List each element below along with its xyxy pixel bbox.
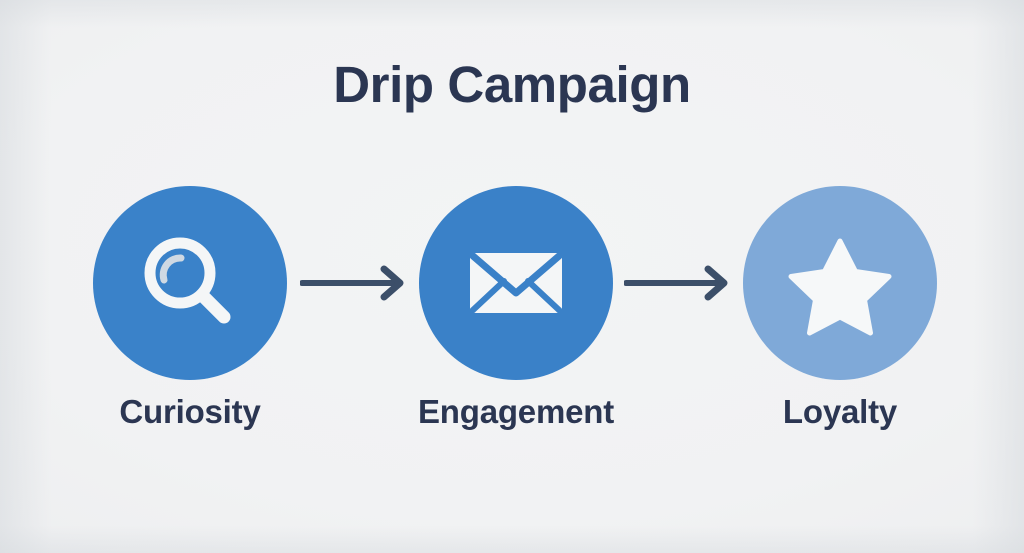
stage-label-curiosity: Curiosity <box>119 393 261 430</box>
flow-stage-loyalty[interactable] <box>743 186 937 380</box>
star-icon <box>788 238 892 336</box>
flow-connector-1 <box>300 262 412 304</box>
stage-label-loyalty: Loyalty <box>782 393 898 430</box>
stage-label-engagement: Engagement <box>417 393 615 430</box>
flow-diagram <box>0 186 1024 386</box>
flow-stage-labels: Curiosity Engagement Loyalty <box>0 388 1024 444</box>
flow-stage-engagement[interactable] <box>419 186 613 380</box>
stage-icon-circle <box>743 186 937 380</box>
envelope-icon <box>469 252 563 313</box>
arrow-right-icon <box>624 265 728 301</box>
flow-stage-curiosity[interactable] <box>93 186 287 380</box>
arrow-right-icon <box>300 265 404 301</box>
magnifier-icon <box>144 237 231 324</box>
flow-connector-2 <box>624 262 736 304</box>
page-title: Drip Campaign <box>333 56 691 113</box>
stage-icon-circle <box>93 186 287 380</box>
stage-icon-circle <box>419 186 613 380</box>
